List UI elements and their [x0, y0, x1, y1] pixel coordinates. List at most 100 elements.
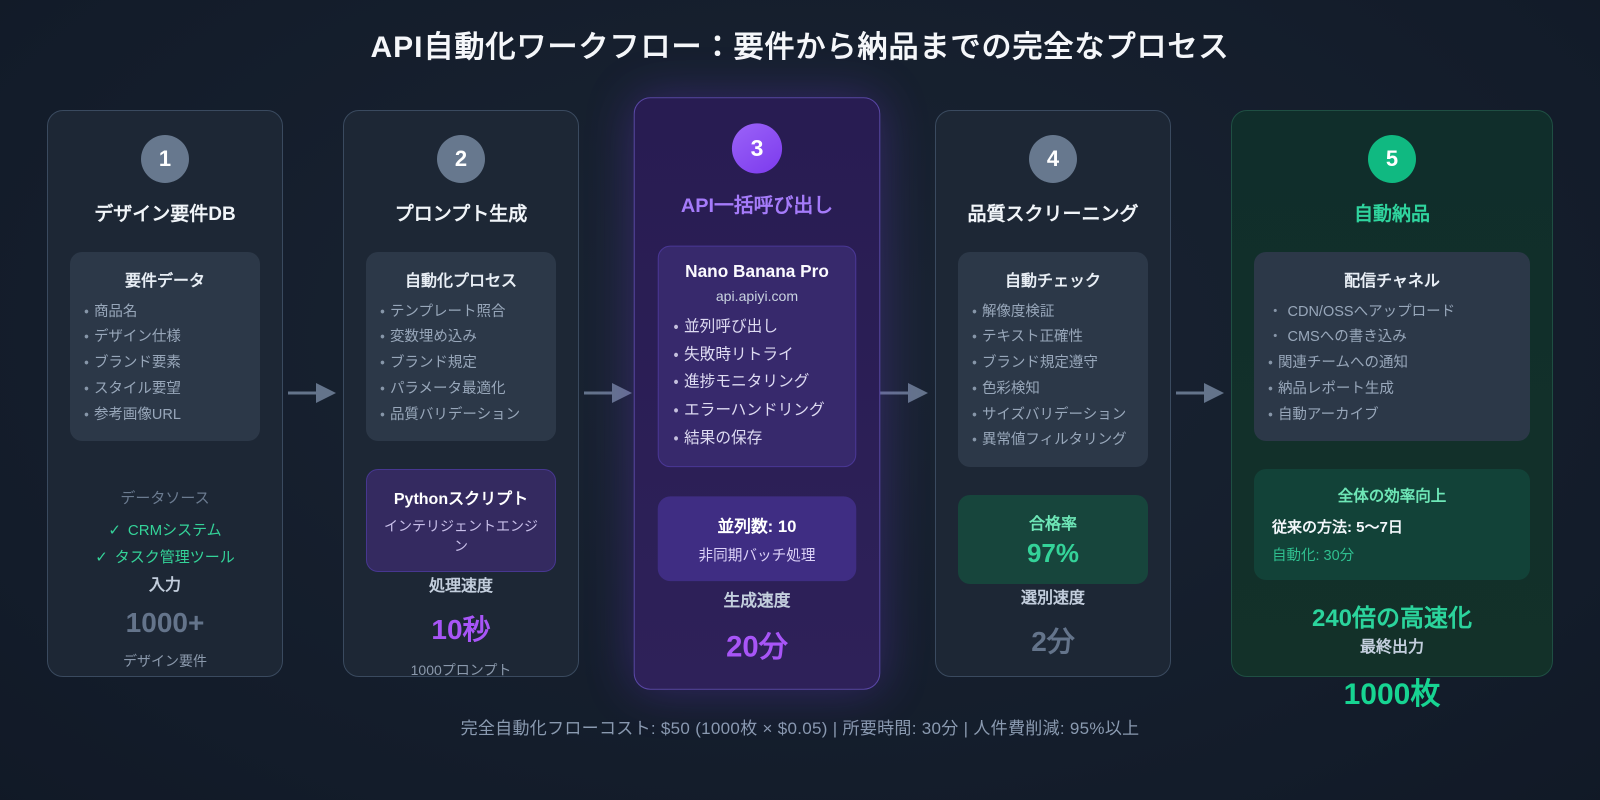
auto-check-box: 自動チェック ・解像度検証・テキスト正確性・ブランド規定遵守・色彩検知・サイズバ… [958, 251, 1148, 468]
list-item: ・変数埋め込み [380, 325, 542, 351]
list-item: ・関連チームへの通知 [1268, 351, 1516, 377]
step-title: 自動納品 [1353, 203, 1430, 225]
batch-subtitle: 非同期バッチ処理 [698, 546, 816, 564]
stat-block: 生成速度 20分 [724, 586, 791, 665]
bullet-icon: ・ [1268, 406, 1273, 423]
bullet-icon: ・ [380, 303, 385, 320]
list-item-label: 並列呼び出し [683, 317, 779, 336]
workflow-diagram: 1 デザイン要件DB 要件データ ・商品名・デザイン仕様・ブランド要素・スタイル… [0, 96, 1600, 711]
stat-value: 2分 [1031, 626, 1075, 658]
list-item-label: テキスト正確性 [981, 329, 1084, 346]
list-item-label: 商品名 [93, 303, 138, 320]
stat-label: 処理速度 [428, 578, 493, 596]
list-item: ・CDN/OSSへアップロード [1268, 300, 1516, 326]
stat-block: 選別速度 2分 [1021, 584, 1085, 660]
stat-value: 20分 [726, 629, 788, 663]
list-item-label: 納品レポート生成 [1277, 380, 1394, 397]
bullet-icon: ・ [84, 329, 89, 346]
list-item: ・ブランド要素 [84, 351, 246, 377]
box-item-list: ・解像度検証・テキスト正確性・ブランド規定遵守・色彩検知・サイズバリデーション・… [972, 300, 1134, 455]
api-model-box: Nano Banana Pro api.apiyi.com ・並列呼び出し・失敗… [657, 245, 857, 468]
stat-label: 入力 [148, 576, 181, 594]
list-item-label: ブランド規定 [389, 355, 477, 372]
list-item: ・ブランド規定遵守 [972, 351, 1134, 377]
bullet-icon: ・ [84, 303, 89, 320]
list-item-label: 異常値フィルタリング [981, 432, 1127, 449]
step-title: デザイン要件DB [94, 203, 236, 225]
list-item: ・テンプレート照合 [380, 300, 542, 326]
bullet-icon: ・ [972, 303, 977, 320]
list-item-label: 関連チームへの通知 [1277, 355, 1409, 372]
step-number-badge: 5 [1368, 134, 1416, 183]
step-card-quality-screening: 4 品質スクリーニング 自動チェック ・解像度検証・テキスト正確性・ブランド規定… [935, 109, 1171, 677]
list-item-label: テンプレート照合 [389, 303, 506, 320]
bullet-icon: ・ [673, 373, 679, 391]
list-item: ・ブランド規定 [380, 351, 542, 377]
data-source-label: データソース [120, 490, 210, 508]
stat-block: 処理速度 10秒 1000プロンプト [411, 572, 512, 680]
list-item: ・CMSへの書き込み [1268, 325, 1516, 351]
right-arrow-icon [1176, 380, 1226, 406]
right-arrow-icon [880, 380, 930, 406]
box-item-list: ・商品名・デザイン仕様・ブランド要素・スタイル要望・参考画像URL [84, 300, 246, 429]
bullet-icon: ・ [380, 355, 385, 372]
list-item: ・テキスト正確性 [972, 325, 1134, 351]
right-arrow-icon [584, 380, 634, 406]
step-number-badge: 4 [1029, 134, 1077, 183]
stat-value: 10秒 [431, 614, 491, 646]
list-item: ・失敗時リトライ [673, 341, 840, 369]
stat-block: 入力 1000+ デザイン要件 [123, 571, 207, 671]
list-item-label: CRMシステム [127, 522, 222, 540]
python-engine-box: Pythonスクリプト インテリジェントエンジン [366, 469, 556, 573]
stat-subtext: デザイン要件 [123, 652, 207, 669]
list-item: ✓CRMシステム [95, 518, 235, 544]
box-title: 自動チェック [1004, 272, 1101, 290]
engine-title: Pythonスクリプト [393, 491, 529, 509]
bullet-icon: ・ [84, 355, 89, 372]
list-item: ・並列呼び出し [673, 313, 840, 341]
efficiency-title: 全体の効率向上 [1337, 488, 1447, 506]
bullet-icon: ・ [380, 406, 385, 423]
box-item-list: ・CDN/OSSへアップロード・CMSへの書き込み・関連チームへの通知・納品レポ… [1268, 300, 1516, 429]
right-arrow-icon [288, 380, 338, 406]
bullet-icon: ・ [673, 400, 679, 419]
step-number-badge: 3 [731, 122, 783, 174]
batch-title: 並列数: 10 [717, 518, 797, 537]
list-item: ・納品レポート生成 [1268, 377, 1516, 403]
step-title: 品質スクリーニング [967, 203, 1139, 225]
box-item-list: ・並列呼び出し・失敗時リトライ・進捗モニタリング・エラーハンドリング・結果の保存 [673, 313, 840, 452]
list-item: ・色彩検知 [972, 377, 1134, 403]
list-item-label: ブランド規定遵守 [981, 355, 1098, 372]
bullet-icon: ・ [84, 406, 89, 423]
list-item: ✓タスク管理ツール [95, 545, 235, 571]
step-card-api-batch-call: 3 API一括呼び出し Nano Banana Pro api.apiyi.co… [633, 96, 881, 690]
list-item-label: 解像度検証 [981, 303, 1055, 320]
list-item: ・エラーハンドリング [673, 397, 840, 425]
list-item-label: デザイン仕様 [93, 329, 181, 346]
list-item-label: ブランド要素 [93, 355, 181, 372]
list-item: ・パラメータ最適化 [380, 377, 542, 403]
box-title: 要件データ [124, 272, 205, 290]
stat-value: 1000+ [125, 606, 205, 638]
list-item: ・結果の保存 [673, 425, 840, 453]
box-item-list: ・テンプレート照合・変数埋め込み・ブランド規定・パラメータ最適化・品質バリデーシ… [380, 300, 542, 429]
list-item-label: 自動アーカイブ [1277, 406, 1379, 423]
stat-label: 最終出力 [1359, 639, 1424, 657]
list-item: ・進捗モニタリング [673, 369, 840, 397]
delivery-channels-box: 配信チャネル ・CDN/OSSへアップロード・CMSへの書き込み・関連チームへの… [1254, 251, 1530, 442]
bullet-icon: ・ [1268, 380, 1273, 397]
bullet-icon: ・ [1268, 303, 1283, 320]
list-item: ・参考画像URL [84, 403, 246, 429]
check-icon: ✓ [95, 548, 108, 566]
pass-rate-value: 97% [1026, 538, 1080, 569]
traditional-method-line: 従来の方法: 5～7日 [1272, 519, 1403, 537]
list-item: ・自動アーカイブ [1268, 403, 1516, 429]
list-item-label: CDN/OSSへアップロード [1287, 303, 1456, 320]
bullet-icon: ・ [84, 380, 89, 397]
list-item-label: サイズバリデーション [981, 406, 1127, 423]
step-number-badge: 2 [437, 134, 485, 183]
list-item: ・サイズバリデーション [972, 403, 1134, 429]
stat-label: 選別速度 [1020, 590, 1085, 608]
automation-process-box: 自動化プロセス ・テンプレート照合・変数埋め込み・ブランド規定・パラメータ最適化… [366, 251, 556, 442]
speedup-highlight: 240倍の高速化 [1311, 605, 1473, 633]
